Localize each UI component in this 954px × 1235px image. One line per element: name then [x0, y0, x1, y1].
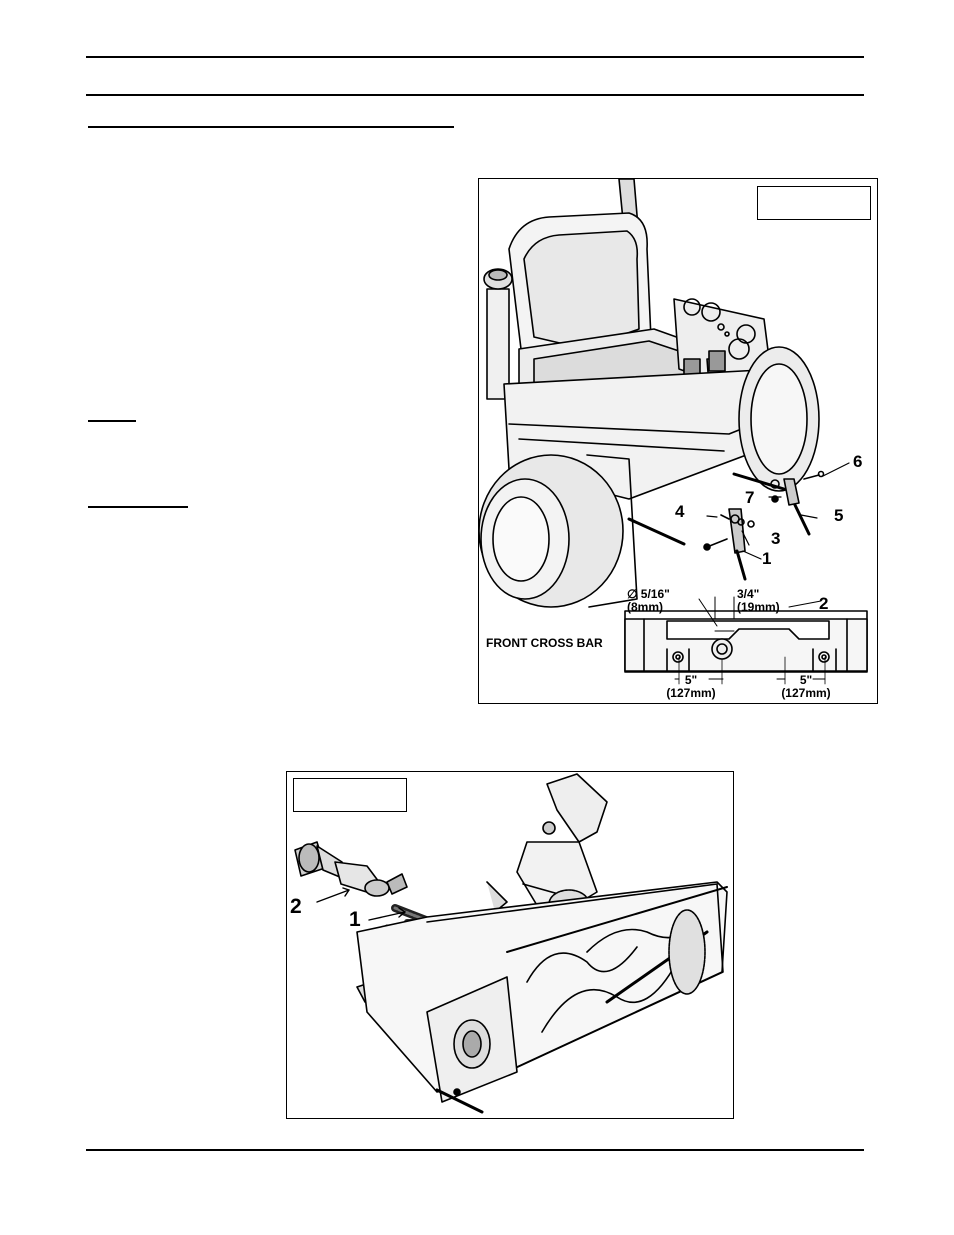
figure-number-box-2 [293, 778, 407, 812]
offset-label: 3/4" (19mm) [737, 588, 780, 614]
right-spacing-mm: (127mm) [781, 686, 831, 700]
header-rule-top [86, 56, 864, 58]
left-spacing-label: 5" (127mm) [659, 674, 723, 700]
hole-diameter-mm: (8mm) [627, 600, 664, 614]
figure-number-box [757, 186, 871, 220]
callout-4: 4 [675, 502, 685, 521]
front-cross-bar-label: FRONT CROSS BAR [486, 636, 603, 650]
offset-mm: (19mm) [737, 600, 780, 614]
note-heading-underline [88, 420, 136, 422]
callout-2-fig2: 2 [290, 895, 302, 918]
section-heading-underline [88, 126, 454, 128]
footer-rule [86, 1149, 864, 1151]
callout-1-fig2: 1 [349, 908, 361, 931]
hole-diameter-label: ∅ 5/16" (8mm) [627, 588, 670, 614]
figure-snowblower-driveshaft: 2 1 [286, 771, 734, 1119]
header-rule-bottom [86, 94, 864, 96]
offset-in: 3/4" [737, 587, 760, 601]
left-spacing-in: 5" [684, 673, 698, 687]
mower-illustration [479, 179, 868, 685]
callout-3: 3 [771, 529, 781, 548]
hole-diameter-in: ∅ 5/16" [627, 587, 670, 601]
left-spacing-mm: (127mm) [666, 686, 716, 700]
important-heading-underline [88, 506, 188, 508]
right-spacing-label: 5" (127mm) [774, 674, 838, 700]
callout-5: 5 [834, 506, 844, 525]
callout-1: 1 [762, 549, 772, 568]
right-spacing-in: 5" [799, 673, 813, 687]
callout-2: 2 [819, 594, 829, 613]
figure-hitch-mounting: 6 7 5 4 3 1 2 ∅ 5/16" (8mm) 3/4" (19mm) … [478, 178, 878, 704]
snowblower-illustration [294, 773, 728, 1114]
callout-7: 7 [745, 488, 755, 507]
callout-6: 6 [853, 452, 863, 471]
